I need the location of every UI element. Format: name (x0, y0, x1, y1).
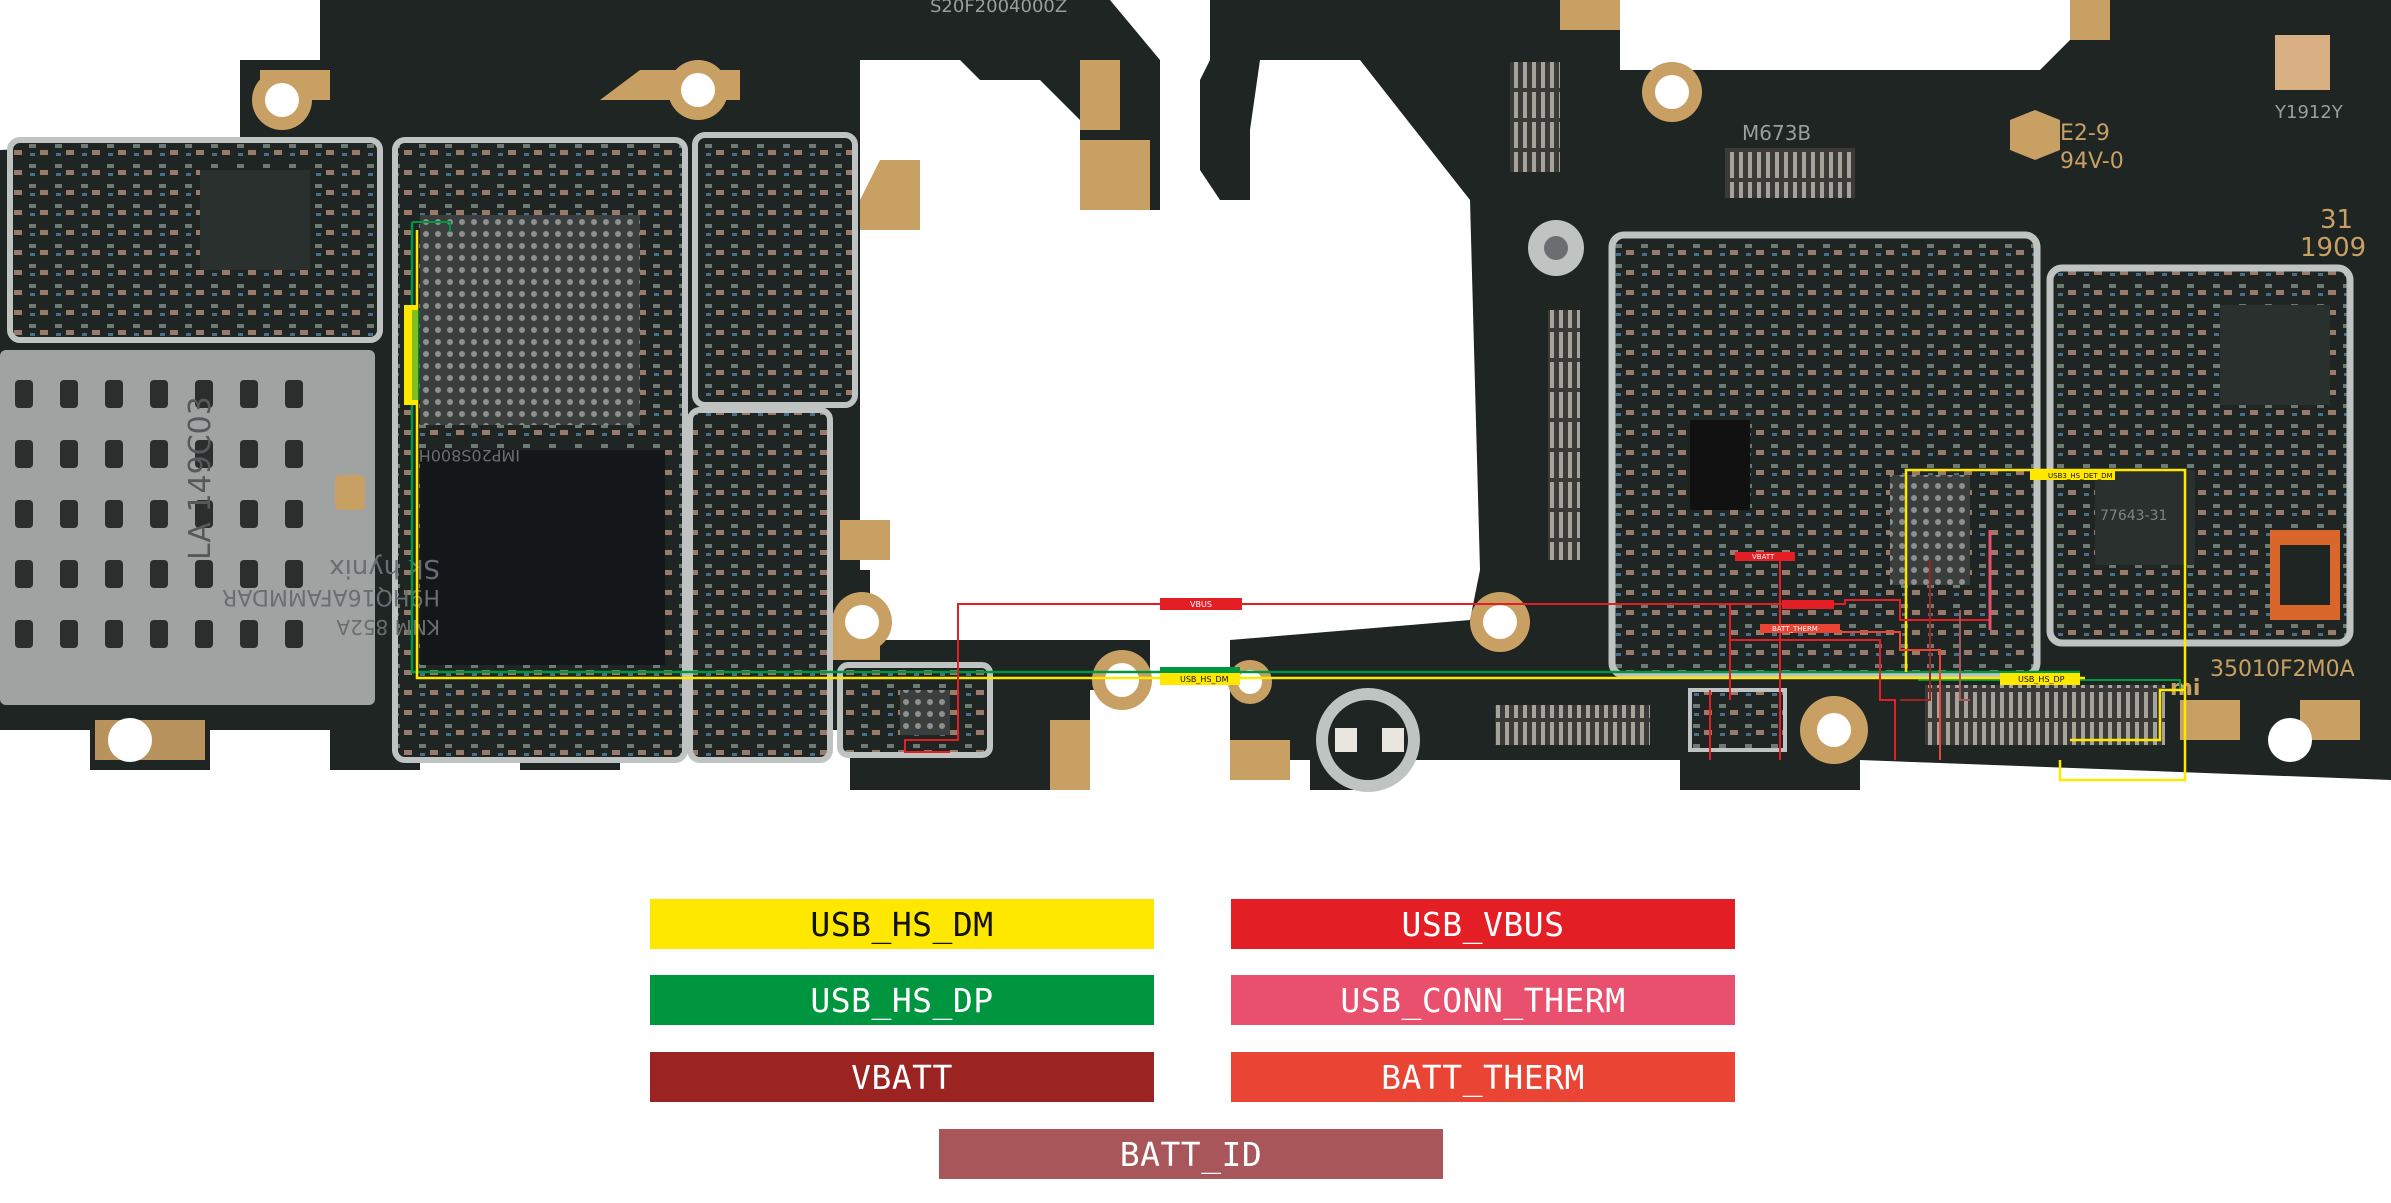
tag-usb-hs-det: USB3_HS_DET_DM (2048, 472, 2113, 480)
sim-code: LA 149C03 (183, 396, 218, 560)
legend-vbatt: VBATT (650, 1052, 1154, 1102)
tag-usb-hs-dp: USB_HS_DP (2018, 675, 2065, 684)
memory-marking-2: H9HQ16AFAMMDAR (222, 584, 440, 609)
legend-batt-id: BATT_ID (939, 1129, 1443, 1179)
legend-usb-hs-dm: USB_HS_DM (650, 899, 1154, 949)
legend-batt-therm: BATT_THERM (1231, 1052, 1735, 1102)
memory-marking-1: Sk hynix (329, 553, 440, 583)
legend-usb-hs-dp: USB_HS_DP (650, 975, 1154, 1025)
marking-y1912y: Y1912Y (2274, 102, 2344, 123)
legend-usb-vbus: USB_VBUS (1231, 899, 1735, 949)
legend-usb-conn-therm: USB_CONN_THERM (1231, 975, 1735, 1025)
marking-94v0: 94V-0 (2060, 149, 2124, 174)
net-traces: USB3_HS_DET_DM USB_HS_DM USB_HS_DP VBUS … (404, 221, 2187, 782)
board-code-left: S20F2004000Z (930, 0, 1067, 17)
left-board: LA 149C03 Sk hynix H9HQ16AFAMMDAR KNM 85… (0, 0, 1160, 790)
ic-marking: 77643-31 (2100, 508, 2167, 524)
memory-marking-3: KNM 852A (336, 615, 440, 639)
marking-e29: E2-9 (2060, 121, 2110, 146)
tag-batt-therm: BATT_THERM (1772, 625, 1818, 633)
marking-m673: M673B (1742, 121, 1811, 145)
part-number: 35010F2M0A (2210, 657, 2355, 682)
marking-date-1: 31 (2320, 205, 2353, 235)
trace-usb-vbus (957, 603, 1731, 700)
tag-vbus: VBUS (1190, 600, 1212, 609)
marking-date-2: 1909 (2300, 233, 2366, 263)
tag-vbatt: VBATT (1752, 553, 1775, 561)
tag-usb-hs-dm: USB_HS_DM (1180, 675, 1229, 684)
right-board: M673B Y1912Y E2-9 94V-0 31 1909 35010F2M… (1200, 0, 2391, 792)
chip-marking: IMP20S800H (419, 446, 520, 465)
